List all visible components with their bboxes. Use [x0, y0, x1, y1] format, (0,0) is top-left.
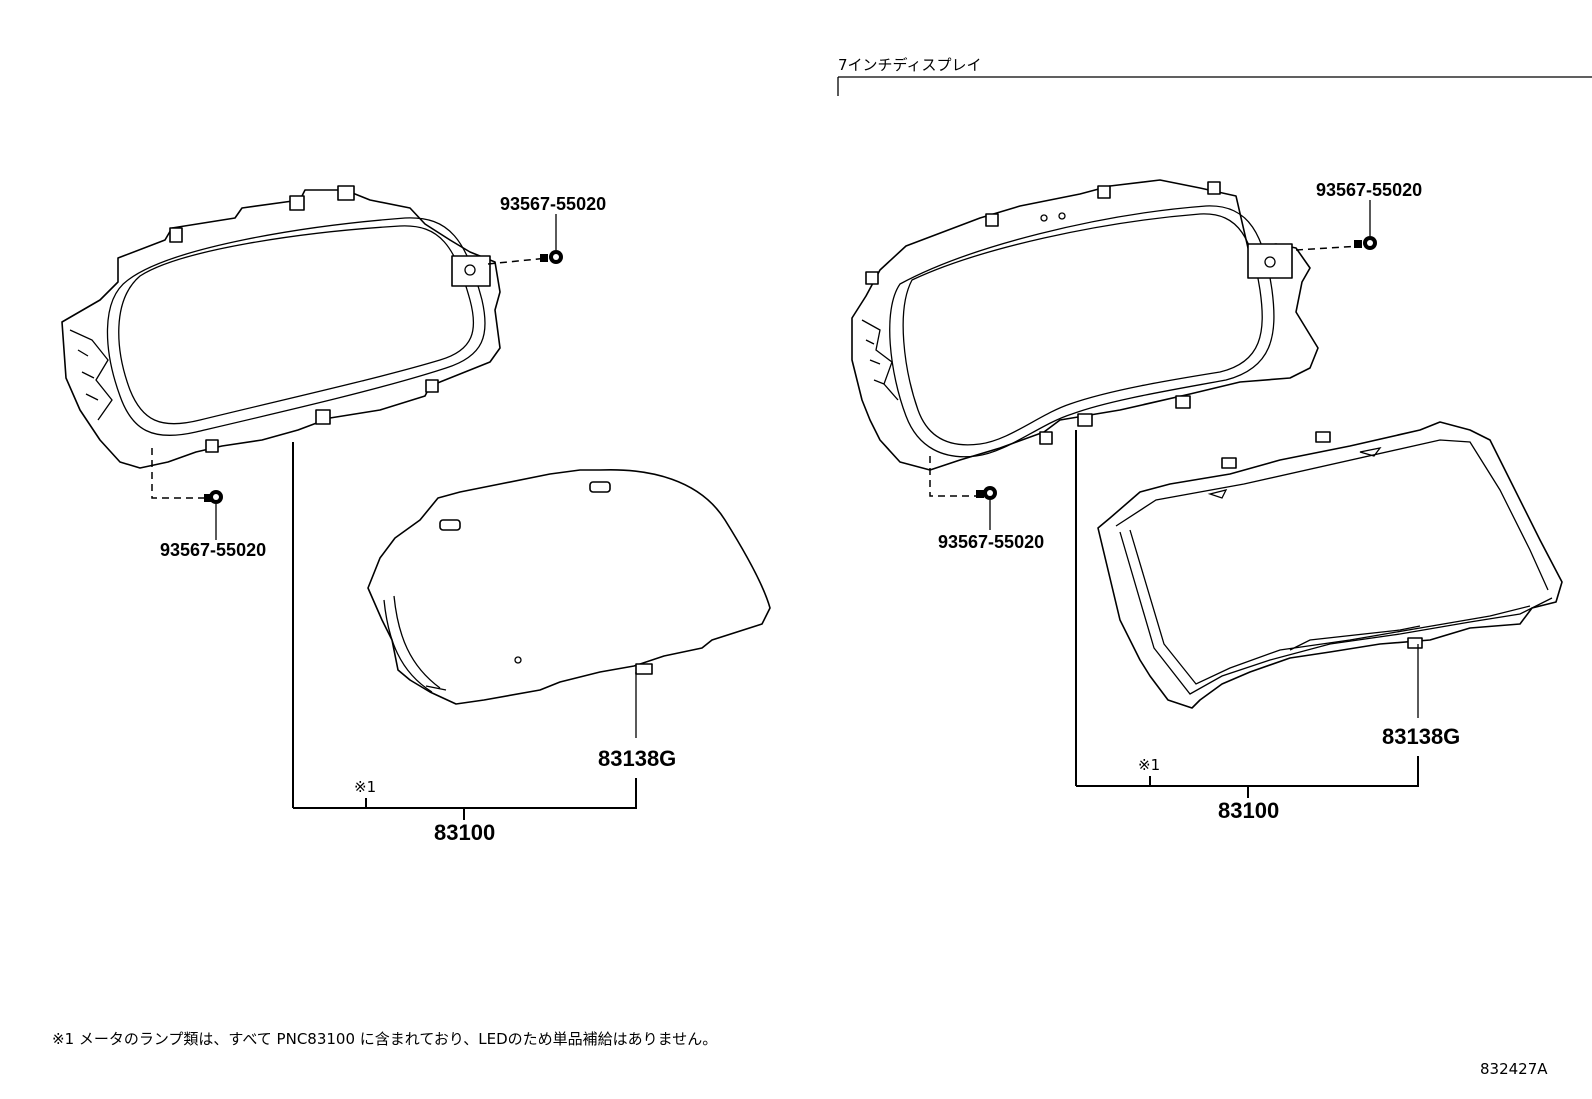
footnote: ※1 メータのランプ類は、すべて PNC83100 に含まれており、LEDのため… — [52, 1030, 717, 1048]
right-assembly-label: 83100 — [1218, 798, 1279, 823]
right-bezel-frame — [1097, 421, 1563, 709]
right-ref-mark: ※1 — [1138, 756, 1160, 774]
right-bolt-top-label: 93567-55020 — [1316, 180, 1422, 200]
left-bolt-bottom-label: 93567-55020 — [160, 540, 266, 560]
right-cover-label: 83138G — [1382, 724, 1460, 749]
left-bolt-top-label: 93567-55020 — [500, 194, 606, 214]
left-ref-mark: ※1 — [354, 778, 376, 796]
right-leaders — [1075, 430, 1419, 798]
right-bolt-top — [1295, 200, 1377, 251]
diagram-id: 832427A — [1480, 1060, 1548, 1078]
left-leaders — [292, 442, 637, 820]
right-meter-housing — [851, 179, 1319, 471]
left-bolt-bottom — [151, 448, 223, 540]
right-bolt-bottom-label: 93567-55020 — [938, 532, 1044, 552]
left-meter-housing — [61, 185, 501, 469]
left-assembly-label: 83100 — [434, 820, 495, 845]
variant-bracket — [837, 76, 1592, 96]
right-bolt-bottom — [929, 456, 997, 530]
left-cover-label: 83138G — [598, 746, 676, 771]
left-glass-cover — [367, 468, 771, 705]
left-bolt-top — [487, 214, 563, 265]
variant-heading: 7インチディスプレイ — [838, 56, 982, 74]
